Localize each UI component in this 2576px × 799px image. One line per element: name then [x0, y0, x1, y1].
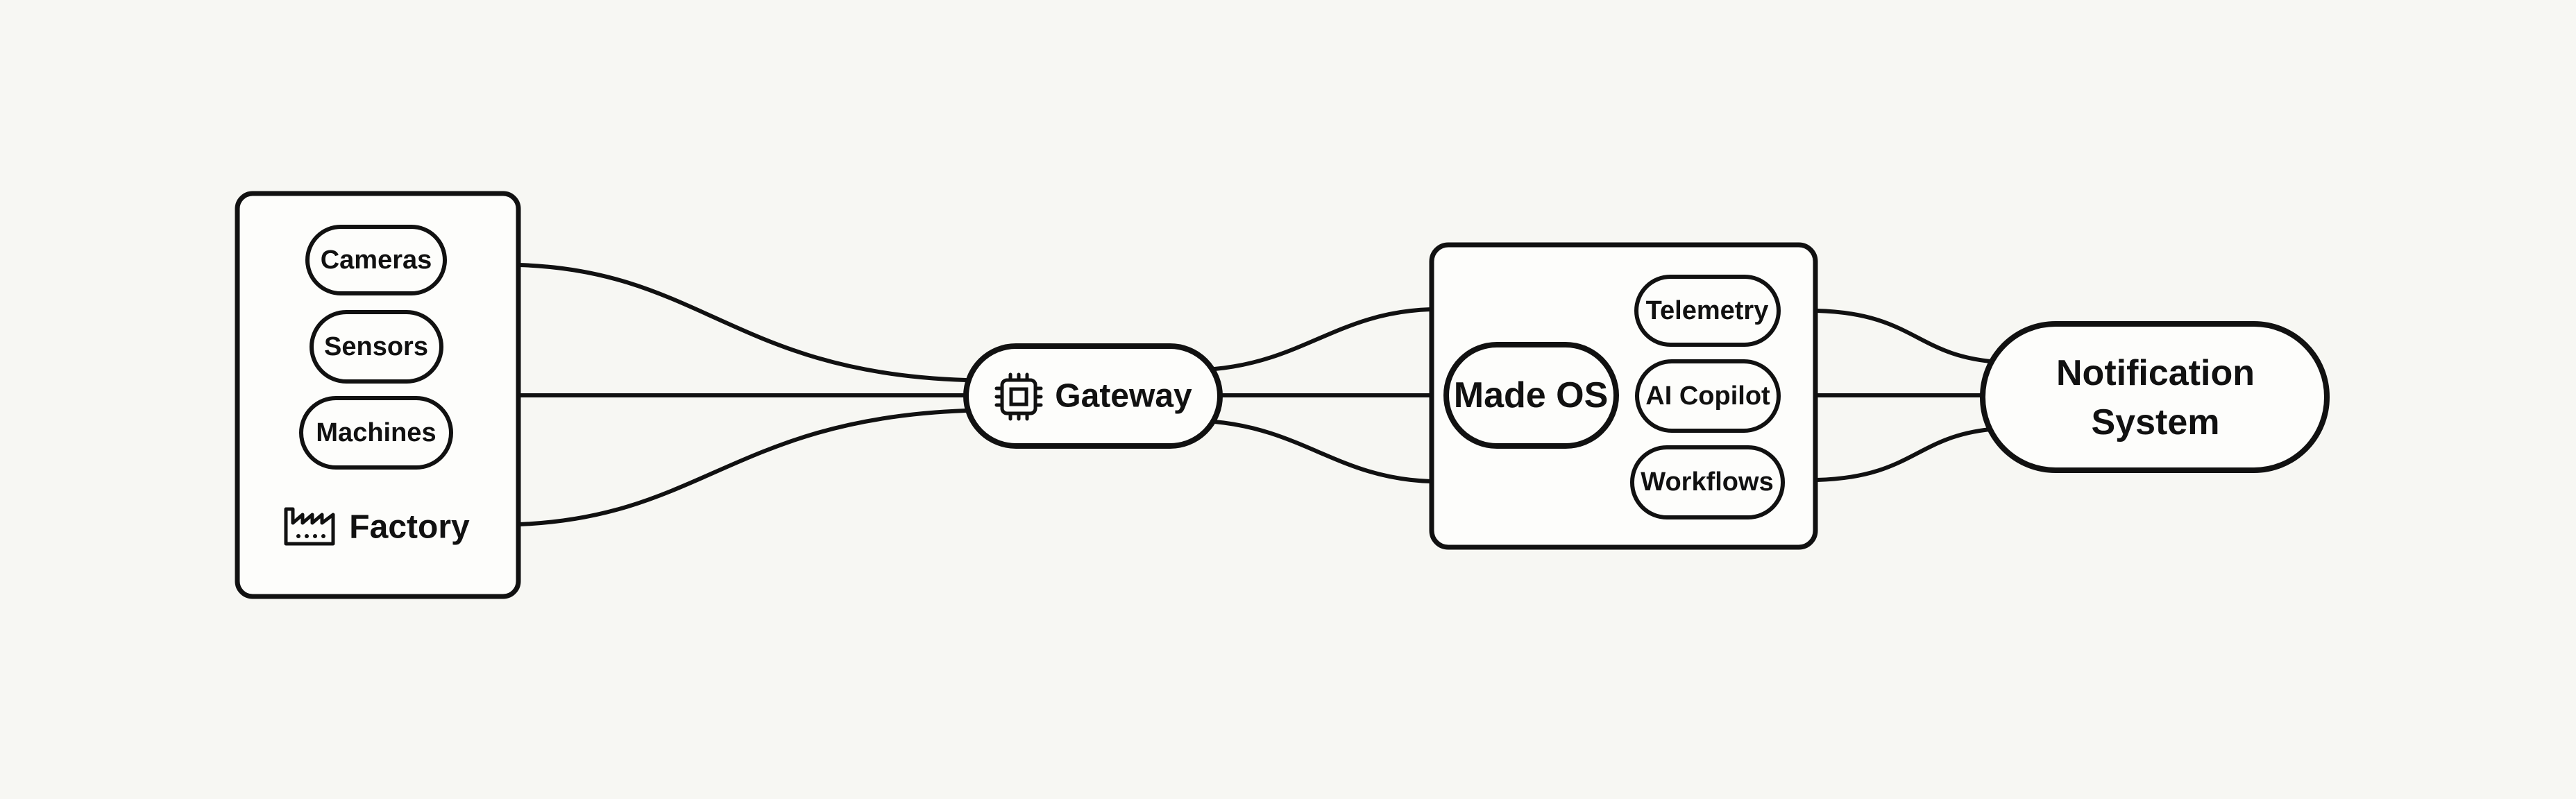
- connector-gateway-madeos-top: [1212, 307, 1433, 371]
- module-label-workflows: Workflows: [1641, 467, 1773, 497]
- source-label-cameras: Cameras: [321, 246, 432, 275]
- module-label-telemetry: Telemetry: [1646, 296, 1769, 325]
- gateway-node: Gateway: [963, 343, 1223, 449]
- madeos-notification-connectors: [1815, 309, 2001, 482]
- made-os-core: Made OS: [1443, 342, 1619, 449]
- factory-box: [235, 191, 521, 599]
- module-pill-telemetry: Telemetry: [1634, 275, 1781, 347]
- connector-madeos-notification-bottom: [1815, 427, 2001, 482]
- gateway-madeos-connectors: [1212, 307, 1433, 483]
- gateway-pill: [963, 343, 1223, 449]
- source-pill-machines: Machines: [299, 396, 453, 470]
- made-os-label: Made OS: [1454, 375, 1609, 415]
- made-os-node: Made OS Telemetry AI Copilot Workflows: [1429, 242, 1818, 550]
- source-label-sensors: Sensors: [324, 332, 428, 361]
- source-pill-cameras: Cameras: [305, 225, 447, 295]
- factory-node: Cameras Sensors Machines Factory: [235, 191, 521, 599]
- source-label-machines: Machines: [316, 418, 436, 447]
- source-pill-sensors: Sensors: [310, 310, 443, 384]
- notification-pill: [1980, 321, 2330, 473]
- notification-label-line1: Notification: [2056, 353, 2255, 393]
- factory-gateway-connectors: [517, 263, 968, 526]
- factory-title: Factory: [349, 509, 470, 546]
- factory-icon: [284, 507, 335, 546]
- connector-madeos-notification-top: [1815, 309, 2001, 364]
- module-label-ai-copilot: AI Copilot: [1645, 381, 1770, 411]
- connector-factory-gateway-bottom: [517, 409, 968, 526]
- module-pill-workflows: Workflows: [1630, 445, 1785, 519]
- connector-factory-gateway-top: [517, 263, 968, 382]
- notification-label-line2: System: [2092, 402, 2220, 443]
- chip-icon: [994, 372, 1043, 421]
- connector-gateway-madeos-bottom: [1212, 420, 1433, 483]
- gateway-label: Gateway: [1055, 378, 1192, 415]
- module-pill-ai-copilot: AI Copilot: [1635, 359, 1781, 433]
- notification-node: Notification System: [1980, 321, 2330, 473]
